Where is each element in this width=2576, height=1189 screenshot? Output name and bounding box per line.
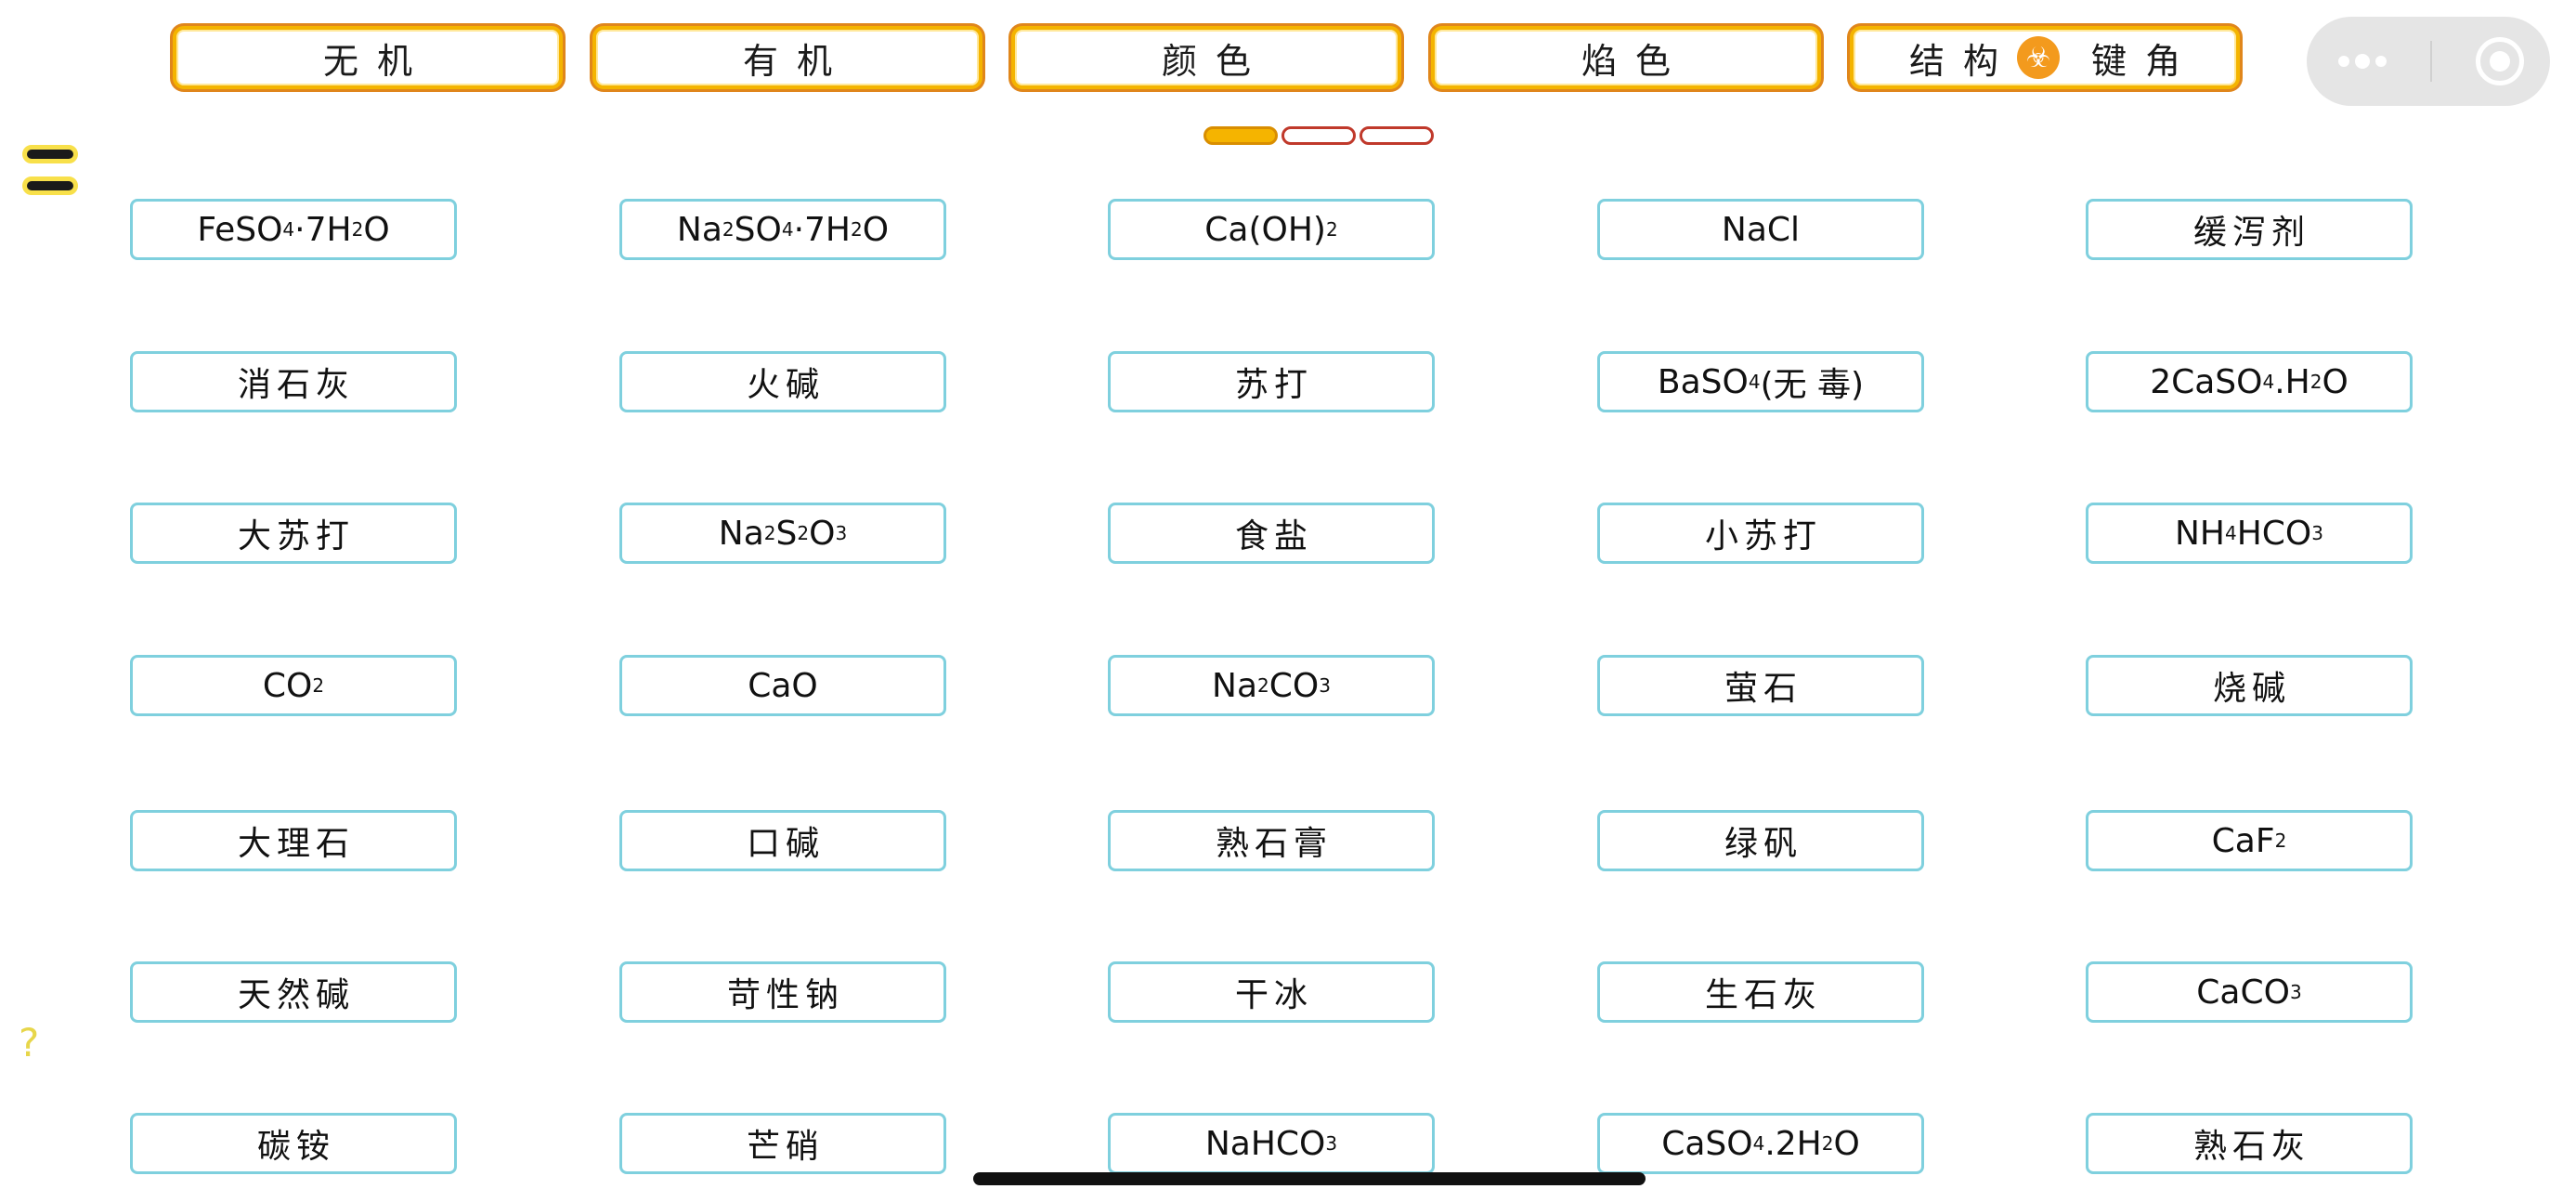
term-card[interactable]: 熟石膏 [1108,810,1435,871]
home-indicator [973,1172,1646,1185]
tab-label: 有机 [742,40,851,82]
tab-label: 颜色 [1161,40,1269,82]
term-card[interactable]: 芒硝 [619,1113,946,1174]
help-icon[interactable]: ? [19,1020,40,1065]
tab-inorganic[interactable]: 无机 [173,26,563,89]
term-card[interactable]: 烧碱 [2086,655,2413,716]
term-card[interactable]: 大理石 [130,810,457,871]
close-target-icon[interactable] [2476,37,2524,85]
tab-flame-color[interactable]: 焰色 [1431,26,1821,89]
term-card[interactable]: 小苏打 [1597,503,1924,564]
term-card[interactable]: 消石灰 [130,351,457,412]
page-dot-3[interactable] [1360,126,1434,145]
category-tab-bar: 无机 有机 颜色 焰色 结构☣ 键角 [0,0,2576,102]
term-card[interactable]: 缓泻剂 [2086,199,2413,260]
term-card[interactable]: Ca(OH)2 [1108,199,1435,260]
page-dot-2[interactable] [1281,126,1356,145]
tab-structure-bond-angle[interactable]: 结构☣ 键角 [1850,26,2240,89]
capsule-divider [2430,41,2432,82]
term-card[interactable]: 天然碱 [130,961,457,1023]
term-card[interactable]: 碳铵 [130,1113,457,1174]
term-card[interactable]: 萤石 [1597,655,1924,716]
term-card[interactable]: 苏打 [1108,351,1435,412]
tab-label: 焰色 [1581,40,1689,82]
tab-color[interactable]: 颜色 [1011,26,1401,89]
tab-organic[interactable]: 有机 [592,26,982,89]
tab-label-right: 键角 [2091,40,2200,82]
term-card[interactable]: 熟石灰 [2086,1113,2413,1174]
term-card[interactable]: 食盐 [1108,503,1435,564]
tab-label: 无机 [322,40,431,82]
term-card[interactable]: 苛性钠 [619,961,946,1023]
page-indicator [1203,126,1434,145]
term-card[interactable]: 火碱 [619,351,946,412]
term-card[interactable]: 生石灰 [1597,961,1924,1023]
term-card[interactable]: 大苏打 [130,503,457,564]
term-card[interactable]: NaCl [1597,199,1924,260]
term-card[interactable]: 口碱 [619,810,946,871]
page-dot-1[interactable] [1203,126,1278,145]
more-icon[interactable] [2338,54,2387,69]
mini-program-capsule [2307,17,2550,106]
term-card[interactable]: 绿矾 [1597,810,1924,871]
term-card[interactable]: CaO [619,655,946,716]
term-card[interactable]: 干冰 [1108,961,1435,1023]
biohazard-icon: ☣ [2017,36,2060,79]
menu-icon[interactable] [22,145,78,195]
tab-label-left: 结构 [1908,40,2017,82]
